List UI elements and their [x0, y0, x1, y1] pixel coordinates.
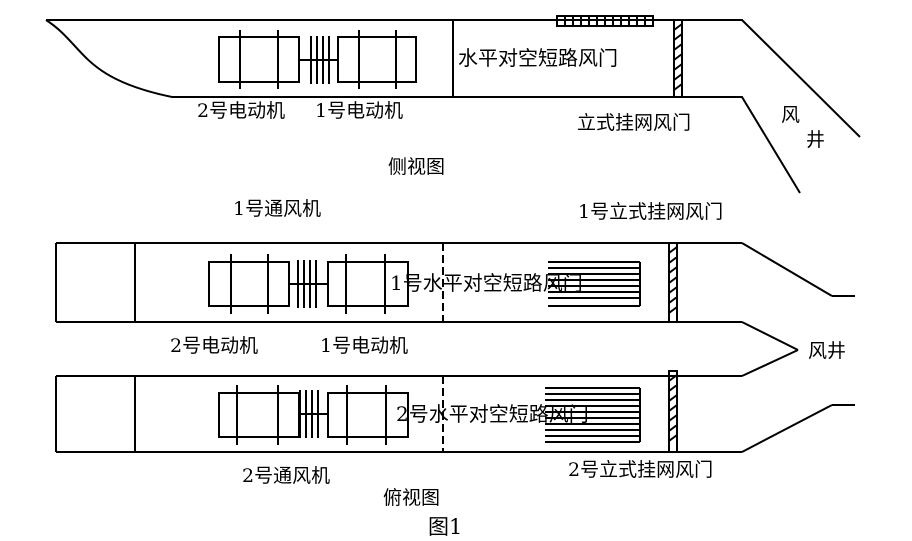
- top-shortcut-door-2-label: 2号水平对空短路风门: [396, 402, 589, 426]
- top-hanging-door-1-label: 1号立式挂网风门: [578, 201, 724, 223]
- top-view-motor-1-duct-2: [327, 385, 409, 445]
- side-hanging-door-label: 立式挂网风门: [577, 112, 692, 134]
- side-motor-1-label: 1号电动机: [315, 100, 404, 122]
- side-shaft-char-1: 风: [781, 104, 801, 126]
- top-view-motor-2-duct-1: [208, 254, 290, 314]
- top-motor-2-label: 2号电动机: [170, 335, 259, 357]
- figure-caption: 图1: [428, 515, 463, 539]
- side-view-motor-1: [337, 30, 417, 89]
- top-view-fan-2-blades: [299, 390, 328, 438]
- top-view-duct-1: [55, 242, 855, 323]
- top-view-duct-2: [55, 375, 855, 453]
- side-motor-2-label: 2号电动机: [197, 100, 286, 122]
- top-view-hanging-door-1: [668, 242, 678, 323]
- side-view-motor-2: [218, 30, 300, 89]
- top-view-motor-1-duct-1: [327, 254, 409, 314]
- side-shortcut-door-label: 水平对空短路风门: [458, 46, 618, 70]
- top-view-motor-2-duct-2: [218, 385, 300, 445]
- top-fan-1-label: 1号通风机: [233, 198, 322, 220]
- side-view-fan-blades: [300, 36, 338, 84]
- top-shortcut-door-1-label: 1号水平对空短路风门: [390, 271, 583, 295]
- top-view-shortcut-door-1: [548, 261, 641, 307]
- top-view-hanging-door-2: [668, 370, 678, 453]
- side-view-title: 侧视图: [388, 156, 446, 178]
- top-shaft-label: 风井: [808, 340, 847, 362]
- top-view-title: 俯视图: [383, 487, 441, 509]
- top-motor-1-label: 1号电动机: [320, 335, 409, 357]
- side-view-duct: [45, 19, 861, 194]
- top-hanging-door-2-label: 2号立式挂网风门: [568, 459, 714, 481]
- side-view-horizontal-shortcut-door: [556, 15, 654, 27]
- side-view-vertical-hanging-door: [673, 19, 683, 98]
- side-shaft-char-2: 井: [806, 129, 826, 151]
- top-view-shortcut-door-2: [545, 387, 641, 443]
- top-view-shaft-wedge: [741, 321, 799, 377]
- top-view-fan-1-blades: [290, 260, 328, 308]
- top-fan-2-label: 2号通风机: [242, 465, 331, 487]
